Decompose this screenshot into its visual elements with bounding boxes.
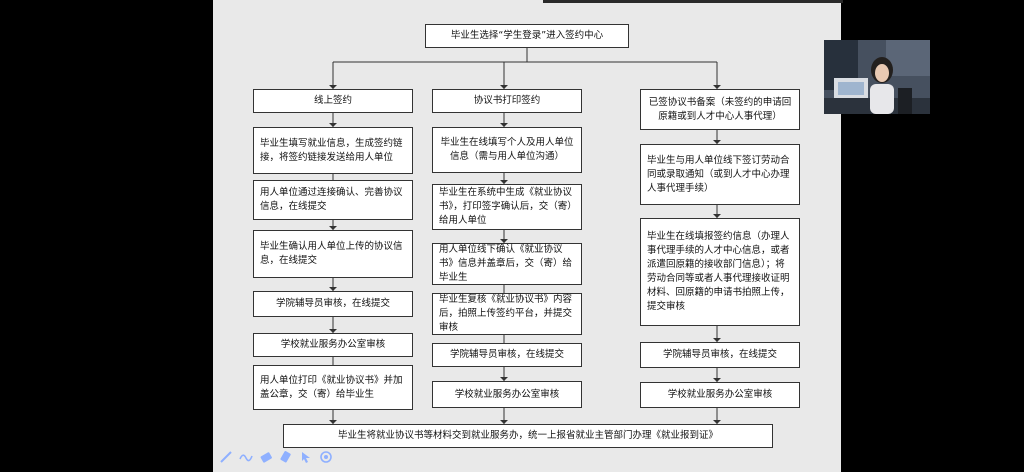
col2-step-4: 毕业生复核《就业协议书》内容后，拍照上传签约平台，并提交审核 — [432, 293, 582, 335]
col3-step-1: 毕业生与用人单位线下签订劳动合同或录取通知（或到人才中心办理人事代理手续） — [640, 144, 800, 205]
webcam-scene — [824, 40, 930, 114]
slide-title-bar — [543, 0, 843, 3]
record-icon[interactable] — [318, 449, 334, 465]
col3-heading: 已签协议书备案（未签约的申请回原籍或到人才中心人事代理） — [648, 96, 792, 122]
col2-heading-box: 协议书打印签约 — [432, 89, 582, 113]
col1-step-5: 学校就业服务办公室审核 — [253, 333, 413, 357]
col1-step-1: 毕业生填写就业信息，生成签约链接，将签约链接发送给用人单位 — [253, 127, 413, 174]
col1-step-2-text: 用人单位通过连接确认、完善协议信息，在线提交 — [260, 187, 403, 212]
col1-heading-box: 线上签约 — [253, 89, 413, 113]
col2-heading: 协议书打印签约 — [473, 95, 541, 106]
flow-end-label: 毕业生将就业协议书等材料交到就业服务办，统一上报省就业主管部门办理《就业报到证》 — [337, 430, 718, 441]
col1-step-6-text: 用人单位打印《就业协议书》并加盖公章，交（寄）给毕业生 — [260, 374, 403, 400]
col2-step-2-text: 毕业生在系统中生成《就业协议书》，打印签字确认后，交（寄）给用人单位 — [439, 187, 573, 226]
col1-step-3: 毕业生确认用人单位上传的协议信息，在线提交 — [253, 230, 413, 278]
col1-step-1-text: 毕业生填写就业信息，生成签约链接，将签约链接发送给用人单位 — [260, 137, 403, 163]
col2-step-3-text: 用人单位线下确认《就业协议书》信息并盖章后，交（寄）给毕业生 — [439, 244, 573, 283]
col1-step-4-text: 学院辅导员审核，在线提交 — [275, 298, 390, 309]
curve-icon[interactable] — [238, 449, 254, 465]
col3-step-2: 毕业生在线填报签约信息（办理人事代理手续的人才中心信息，或者派遣回原籍的接收部门… — [640, 218, 800, 326]
webcam-video — [824, 40, 930, 114]
col3-step-4-text: 学校就业服务办公室审核 — [667, 389, 773, 400]
col2-step-2: 毕业生在系统中生成《就业协议书》，打印签字确认后，交（寄）给用人单位 — [432, 184, 582, 230]
col3-step-3: 学院辅导员审核，在线提交 — [640, 342, 800, 368]
flow-start-label: 毕业生选择“学生登录”进入签约中心 — [450, 30, 604, 41]
col2-step-1: 毕业生在线填写个人及用人单位信息（需与用人单位沟通） — [432, 127, 582, 173]
col3-step-2-text: 毕业生在线填报签约信息（办理人事代理手续的人才中心信息，或者派遣回原籍的接收部门… — [647, 231, 790, 312]
col1-step-4: 学院辅导员审核，在线提交 — [253, 291, 413, 317]
col3-step-4: 学校就业服务办公室审核 — [640, 382, 800, 408]
flow-end-box: 毕业生将就业协议书等材料交到就业服务办，统一上报省就业主管部门办理《就业报到证》 — [283, 424, 773, 448]
col2-step-5: 学院辅导员审核，在线提交 — [432, 343, 582, 367]
col1-step-5-text: 学校就业服务办公室审核 — [280, 339, 386, 350]
slide: 毕业生选择“学生登录”进入签约中心 线上签约 毕业生填写就业信息，生成签约链接，… — [213, 0, 843, 472]
col2-step-5-text: 学院辅导员审核，在线提交 — [449, 349, 564, 360]
col3-step-1-text: 毕业生与用人单位线下签订劳动合同或录取通知（或到人才中心办理人事代理手续） — [647, 154, 790, 194]
col3-heading-box: 已签协议书备案（未签约的申请回原籍或到人才中心人事代理） — [640, 89, 800, 130]
pointer-icon[interactable] — [298, 449, 314, 465]
col2-step-6: 学校就业服务办公室审核 — [432, 381, 582, 408]
col2-step-3: 用人单位线下确认《就业协议书》信息并盖章后，交（寄）给毕业生 — [432, 243, 582, 285]
col1-step-6: 用人单位打印《就业协议书》并加盖公章，交（寄）给毕业生 — [253, 365, 413, 410]
col2-step-1-text: 毕业生在线填写个人及用人单位信息（需与用人单位沟通） — [440, 137, 574, 162]
pen-icon[interactable] — [218, 449, 234, 465]
col3-step-3-text: 学院辅导员审核，在线提交 — [662, 349, 777, 360]
col1-step-3-text: 毕业生确认用人单位上传的协议信息，在线提交 — [260, 241, 403, 266]
col1-step-2: 用人单位通过连接确认、完善协议信息，在线提交 — [253, 180, 413, 220]
flow-start-box: 毕业生选择“学生登录”进入签约中心 — [425, 24, 629, 48]
col2-step-4-text: 毕业生复核《就业协议书》内容后，拍照上传签约平台，并提交审核 — [439, 294, 573, 333]
eraser-icon[interactable] — [258, 449, 274, 465]
col2-step-6-text: 学校就业服务办公室审核 — [454, 388, 560, 400]
col1-heading: 线上签约 — [313, 95, 352, 106]
highlighter-icon[interactable] — [278, 449, 294, 465]
annotation-toolbar — [218, 448, 334, 466]
flowchart-connectors — [329, 48, 721, 424]
